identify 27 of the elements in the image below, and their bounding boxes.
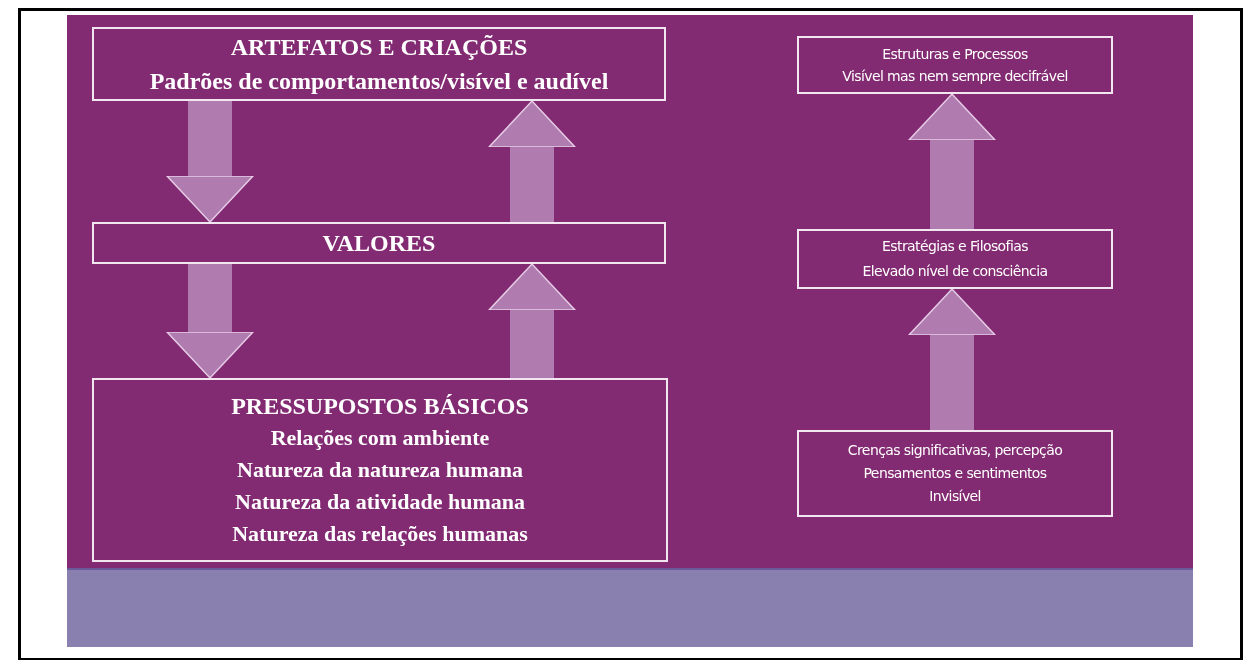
box-text: Visível mas nem sempre decifrável — [842, 67, 1068, 86]
structures-box — [797, 36, 1113, 94]
values-box — [92, 222, 666, 264]
block-arrow — [166, 101, 254, 223]
block-arrow — [488, 263, 576, 378]
box-text: Invisível — [929, 487, 981, 506]
box-text: Elevado nível de consciência — [862, 262, 1048, 281]
box-text: Padrões de comportamentos/visível e audível — [149, 67, 609, 96]
box-text: Pensamentos e sentimentos — [863, 464, 1047, 483]
box-text: Relações com ambiente — [270, 424, 490, 452]
box-heading: Estruturas e Processos — [882, 45, 1028, 64]
block-arrow — [166, 264, 254, 379]
box-heading: Crenças significativas, percepção — [847, 441, 1063, 460]
box-heading: Estratégias e Filosofias — [882, 237, 1028, 256]
box-text: Natureza das relações humanas — [232, 520, 528, 548]
box-heading: ARTEFATOS E CRIAÇÕES — [230, 33, 528, 62]
box-text: Natureza da natureza humana — [237, 456, 523, 484]
block-arrow — [488, 100, 576, 222]
block-arrow — [908, 288, 996, 430]
artifacts-box — [92, 27, 666, 101]
beliefs-box — [797, 430, 1113, 517]
strategies-box — [797, 229, 1113, 289]
assumptions-box — [92, 378, 668, 562]
box-heading: PRESSUPOSTOS BÁSICOS — [231, 392, 529, 421]
box-text: Natureza da atividade humana — [235, 488, 525, 516]
box-text: VALORES — [322, 229, 436, 258]
block-arrow — [908, 93, 996, 229]
